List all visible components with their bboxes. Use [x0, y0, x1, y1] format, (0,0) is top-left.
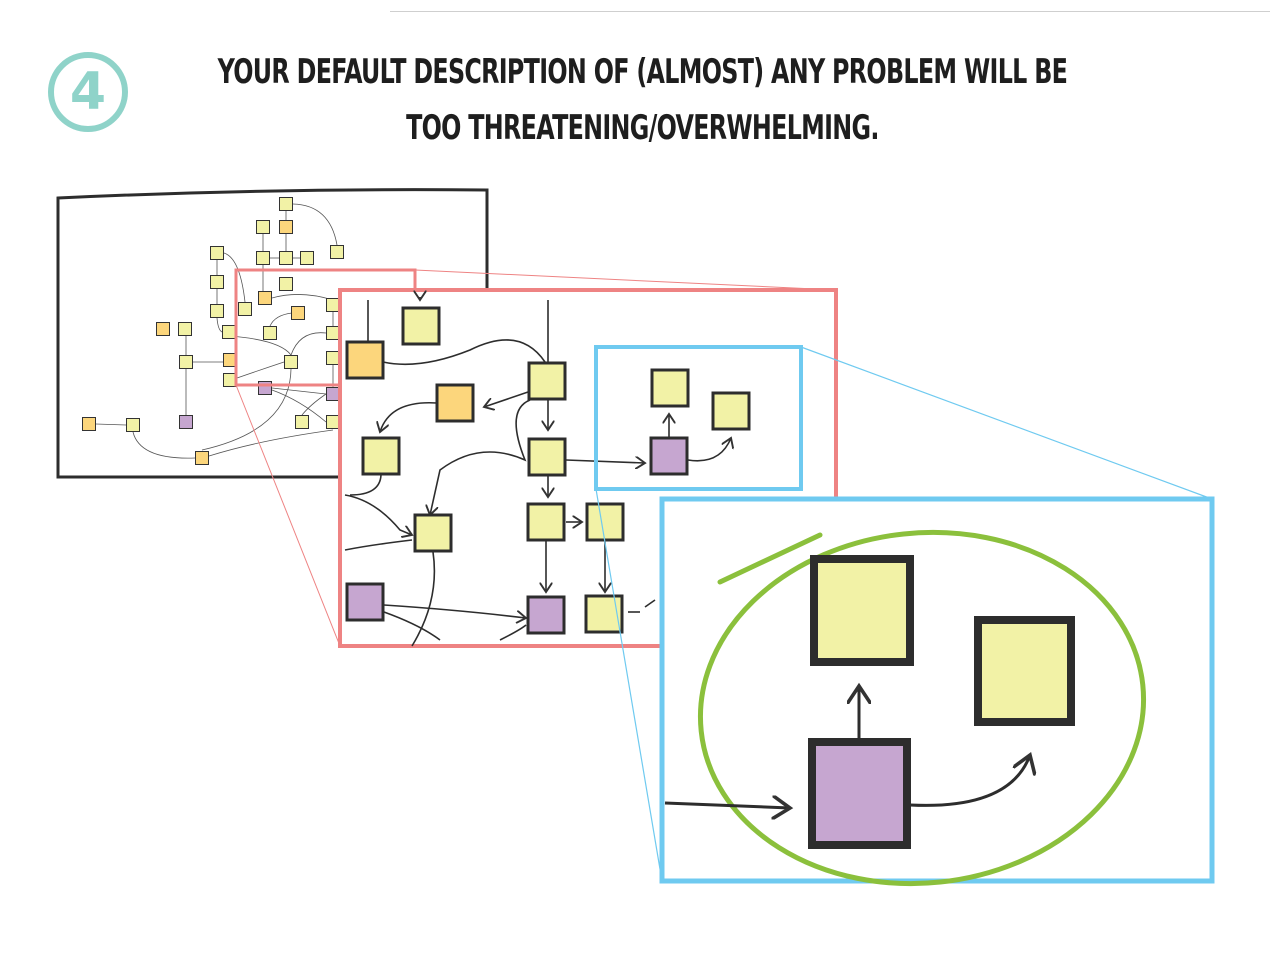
task-box — [650, 368, 690, 408]
task-box — [210, 304, 224, 318]
zoom-panel-level-1 — [338, 288, 838, 648]
zoom-panel-boxes — [345, 306, 751, 635]
task-box — [256, 251, 270, 265]
zoom-connector-line — [414, 269, 837, 291]
task-box — [295, 415, 309, 429]
purple-task-box — [649, 436, 689, 476]
zoom-connector-line — [235, 384, 341, 647]
zoom-region-level-2 — [594, 345, 803, 491]
task-box — [210, 275, 224, 289]
task-box — [361, 436, 401, 476]
task-box — [156, 322, 170, 336]
focus-task-box — [974, 616, 1075, 726]
overview-edges — [95, 203, 338, 459]
purple-task-box — [345, 582, 385, 622]
purple-task-box — [326, 387, 340, 401]
task-box — [279, 277, 293, 291]
task-box — [126, 418, 140, 432]
task-box — [585, 502, 625, 542]
heading-line-2: TOO THREATENING/OVERWHELMING. — [406, 108, 879, 148]
task-box — [238, 302, 252, 316]
overview-boxes — [82, 197, 344, 465]
task-box — [279, 220, 293, 234]
purple-task-box — [526, 595, 566, 635]
zoom-panel-edges — [344, 297, 731, 647]
top-divider — [390, 11, 1270, 12]
task-box — [258, 291, 272, 305]
task-box — [82, 417, 96, 431]
task-box — [326, 326, 340, 340]
task-box — [178, 322, 192, 336]
purple-task-box — [258, 381, 272, 395]
task-box — [527, 361, 567, 401]
task-box — [345, 340, 385, 380]
task-box — [291, 306, 305, 320]
focus-task-box — [810, 555, 914, 666]
zoom-connector-line — [595, 488, 663, 882]
heading-line-1: YOUR DEFAULT DESCRIPTION OF (ALMOST) ANY… — [217, 52, 1068, 92]
task-box — [326, 298, 340, 312]
focus-circle — [697, 529, 1147, 887]
task-box — [413, 513, 453, 553]
focus-current-box — [808, 738, 911, 849]
task-box — [263, 326, 277, 340]
task-box — [179, 355, 193, 369]
task-box — [195, 451, 209, 465]
task-box — [526, 502, 566, 542]
task-box — [401, 306, 441, 346]
purple-task-box — [179, 415, 193, 429]
curved-arrow — [909, 755, 1030, 807]
task-box — [284, 355, 298, 369]
zoom-connector-line — [800, 346, 1213, 500]
incoming-arrow — [664, 803, 790, 808]
task-box — [326, 351, 340, 365]
zoom-panel-level-2 — [659, 496, 1215, 884]
task-box — [527, 437, 567, 477]
step-number-badge: 4 — [48, 52, 128, 132]
task-box — [330, 245, 344, 259]
task-box — [222, 325, 236, 339]
task-box — [256, 220, 270, 234]
task-box — [435, 383, 475, 423]
task-box — [300, 251, 314, 265]
task-box — [279, 251, 293, 265]
task-box — [711, 391, 751, 431]
focus-circle-tail — [717, 532, 823, 585]
task-box — [279, 197, 293, 211]
task-box — [210, 246, 224, 260]
task-box — [326, 415, 340, 429]
task-box — [584, 594, 624, 634]
